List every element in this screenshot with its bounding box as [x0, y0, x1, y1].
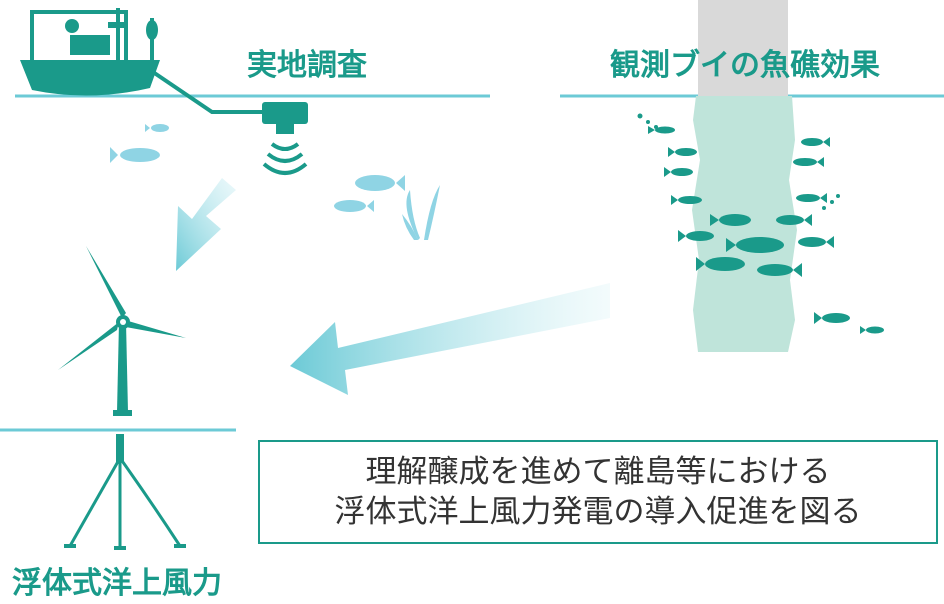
fish-icon	[726, 237, 784, 253]
message-line-2: 浮体式洋上風力発電の導入促進を図る	[334, 494, 862, 530]
fish-icon	[145, 124, 169, 132]
arrow-to-wind	[176, 178, 236, 271]
wind-turbine-icon	[58, 246, 186, 416]
tow-cable	[148, 68, 268, 114]
fish-icon	[710, 214, 751, 226]
fish-icon	[796, 193, 827, 203]
fish-icon	[757, 263, 802, 277]
fish-icon	[860, 326, 884, 334]
fish-icon	[696, 257, 745, 271]
fish-icon	[798, 236, 834, 248]
seaweed-icon	[402, 185, 440, 240]
arrow-from-buoy	[290, 283, 610, 395]
label-field-survey: 実地調査	[247, 48, 367, 83]
fish-icon	[355, 175, 405, 191]
fish-icon	[648, 126, 675, 134]
fish-icon	[776, 214, 812, 226]
message-box: 理解醸成を進めて離島等における 浮体式洋上風力発電の導入促進を図る	[258, 440, 938, 544]
fish-icon	[334, 200, 374, 212]
floating-foundation-icon	[64, 434, 186, 550]
fish-icon	[801, 137, 830, 147]
survey-boat-icon	[20, 8, 160, 96]
message-line-1: 理解醸成を進めて離島等における	[365, 454, 831, 490]
fish-icon	[668, 147, 697, 157]
label-floating-wind: 浮体式洋上風力	[12, 566, 222, 601]
sonar-device-icon	[262, 102, 308, 175]
fish-icon	[671, 195, 702, 205]
label-buoy-reef-effect: 観測ブイの魚礁効果	[610, 48, 880, 83]
buoy-top	[698, 0, 788, 96]
fish-school	[637, 113, 884, 334]
fish-icon	[814, 312, 850, 324]
fish-icon	[793, 157, 824, 167]
fish-icon	[110, 147, 160, 163]
fish-icon	[678, 230, 714, 242]
fish-icon	[664, 167, 693, 177]
